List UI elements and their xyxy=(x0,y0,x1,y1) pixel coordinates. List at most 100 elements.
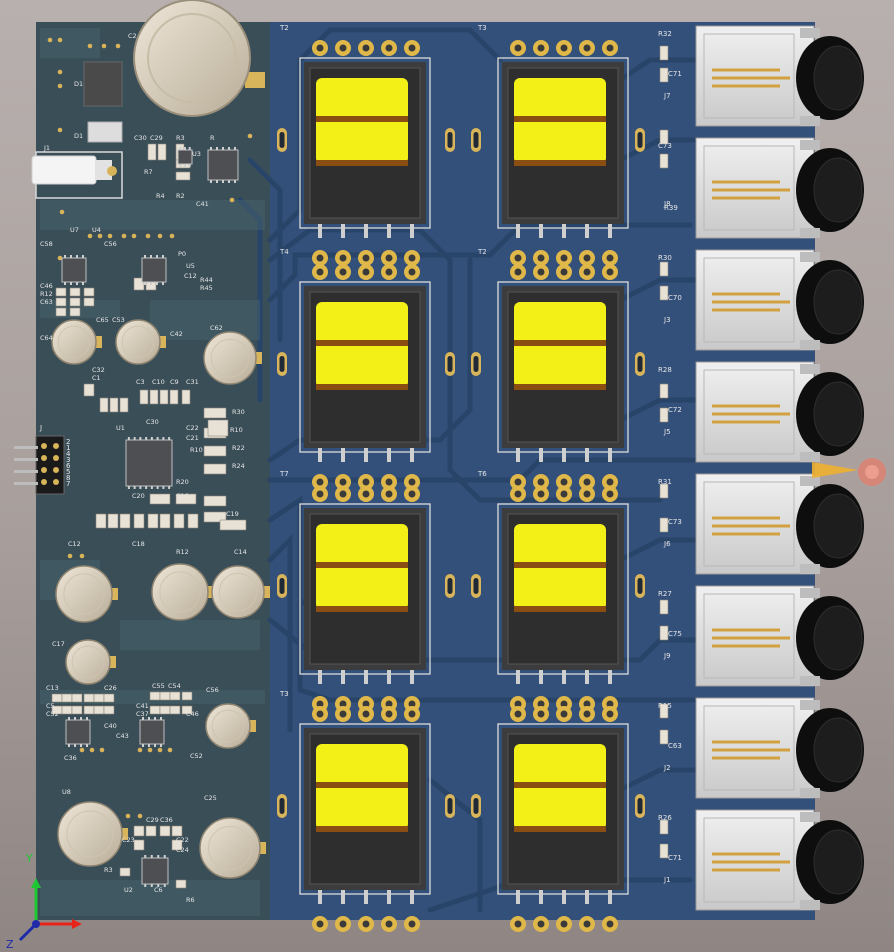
electrolytic-cap-9 xyxy=(199,817,261,879)
ic-pin xyxy=(74,744,76,747)
smd-part-60 xyxy=(169,705,181,715)
silk-label: P0 xyxy=(178,250,186,258)
ic-chip-0 xyxy=(61,257,87,283)
header-pin-label: 3 xyxy=(66,456,70,464)
jack-clip xyxy=(800,228,820,238)
jack-clip xyxy=(800,28,820,38)
diode-d1-small xyxy=(87,121,123,143)
jack-clip xyxy=(800,812,820,822)
ic-pin xyxy=(133,437,136,440)
jack-contacts xyxy=(712,516,790,536)
transformer-pad-hole xyxy=(385,710,393,718)
silk-label: U7 xyxy=(70,226,79,234)
via-10 xyxy=(87,233,93,239)
silk-label: R10 xyxy=(190,446,203,454)
transformer-pad-hole xyxy=(339,478,347,486)
axis-y-label: Y xyxy=(25,852,33,865)
ic-pin xyxy=(139,486,142,489)
trace-5 xyxy=(267,495,703,703)
silk-label: C19 xyxy=(226,510,239,518)
mounting-slots xyxy=(277,128,645,818)
ic-pin xyxy=(76,282,78,285)
copper-pour-7 xyxy=(40,880,260,916)
electrolytic-cap-4 xyxy=(151,563,209,621)
copper-pour-1 xyxy=(40,200,265,230)
transformer-5: T6 xyxy=(477,470,629,712)
transformer-pad-hole xyxy=(583,920,591,928)
cap-ring-3 xyxy=(63,573,105,615)
ic-pin xyxy=(148,744,150,747)
cap-ring-7 xyxy=(211,709,245,743)
transformer-leg xyxy=(410,224,414,238)
smd-part-75 xyxy=(659,285,669,301)
jack-label-top: R27 xyxy=(658,590,672,598)
transformer-pad-hole xyxy=(606,44,614,52)
trace-3 xyxy=(267,257,473,463)
smd-part-68 xyxy=(119,867,131,877)
jack-label-mid: C71 xyxy=(668,854,682,862)
transformer-pad-hole xyxy=(606,700,614,708)
via-15 xyxy=(145,233,151,239)
oval-slot-hole xyxy=(637,356,643,372)
transformer-leg xyxy=(562,224,566,238)
transformer-pad-hole xyxy=(362,920,370,928)
silk-label: C52 xyxy=(190,752,203,760)
oval-slot-hole xyxy=(637,798,643,814)
header-pin-label: 2 xyxy=(66,438,70,446)
jack-barrel-face xyxy=(813,45,863,111)
transformer-leg xyxy=(539,890,543,904)
silk-label: C26 xyxy=(104,684,117,692)
header-pad xyxy=(53,467,59,473)
transformer-pad-hole xyxy=(514,44,522,52)
oval-slot-hole xyxy=(447,798,453,814)
smd-part-64 xyxy=(159,825,171,837)
smd-part-80 xyxy=(659,599,669,615)
jack-contacts xyxy=(712,404,790,424)
via-13 xyxy=(121,233,127,239)
smd-part-28 xyxy=(203,511,227,523)
transformer-leg xyxy=(318,890,322,904)
transformer-3: T2 xyxy=(477,248,629,490)
silk-label: C12 xyxy=(184,272,197,280)
silk-label: C46 xyxy=(186,710,199,718)
ic-pin xyxy=(168,486,171,489)
transformer-leg xyxy=(608,448,612,462)
ic-pin xyxy=(188,147,191,150)
smd-part-11 xyxy=(69,297,81,307)
via-9 xyxy=(57,255,63,261)
transformer-pad-hole xyxy=(362,478,370,486)
smd-part-27 xyxy=(203,495,227,507)
header-pin xyxy=(14,470,38,473)
transformer-pad-hole xyxy=(606,490,614,498)
smd-part-31 xyxy=(119,513,131,529)
large-capacitor-c2 xyxy=(133,0,265,117)
silk-label: C3 xyxy=(136,378,145,386)
smd-part-65 xyxy=(171,825,183,837)
header-pin-label: 5 xyxy=(66,468,70,476)
ic-pin xyxy=(64,282,66,285)
electrolytic-cap-8 xyxy=(57,801,123,867)
oval-slot-hole xyxy=(473,132,479,148)
ic-pin xyxy=(148,717,150,720)
silk-label: C30 xyxy=(146,418,159,426)
smd-part-79 xyxy=(659,517,669,533)
transformer-pad-hole xyxy=(408,268,416,276)
ic-pin xyxy=(142,744,144,747)
smd-part-4 xyxy=(175,171,191,181)
transformer-leg xyxy=(516,448,520,462)
transformer-pad-hole xyxy=(362,490,370,498)
transformer-pad-hole xyxy=(560,710,568,718)
transformer-pad-hole xyxy=(560,920,568,928)
transformer-winding-stripe xyxy=(316,606,408,612)
oval-slot-hole xyxy=(637,132,643,148)
jack-clip xyxy=(800,252,820,262)
ic-pin xyxy=(162,437,165,440)
transformer-leg xyxy=(364,448,368,462)
header-pin-label: 7 xyxy=(66,480,70,488)
transformer-leg xyxy=(539,448,543,462)
jack-clip xyxy=(800,588,820,598)
transformer-pad-hole xyxy=(606,478,614,486)
jack-clip xyxy=(800,700,820,710)
ic-pin xyxy=(86,717,88,720)
